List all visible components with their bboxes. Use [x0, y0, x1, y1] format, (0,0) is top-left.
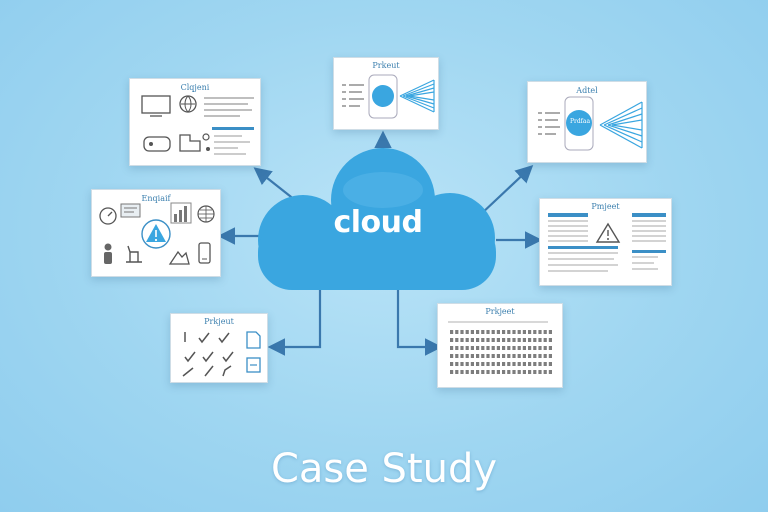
- card-mid-left[interactable]: Enqiaif: [91, 189, 221, 277]
- grid-table-icon: [548, 213, 666, 272]
- card-top-center[interactable]: Prkeut: [333, 57, 439, 130]
- card-title: Enqiaif: [141, 194, 171, 203]
- globe-icon: [179, 95, 197, 113]
- connector-top-right: [479, 164, 534, 216]
- globe-icon: [197, 205, 215, 223]
- mountain-icon: [168, 250, 190, 265]
- check-icon: [182, 332, 234, 377]
- warning-icon: [595, 222, 621, 243]
- caption-title: Case Study: [270, 446, 498, 492]
- checklist-icon: [538, 112, 560, 135]
- grid-table-icon: [448, 321, 552, 374]
- card-title: Prkeut: [372, 61, 400, 70]
- circle-badge-icon: [368, 74, 398, 119]
- card-title: Prkjeut: [204, 317, 234, 326]
- card-top-right[interactable]: Adtel Prdfaa: [527, 81, 647, 163]
- connector-bottom-left: [267, 290, 322, 356]
- card-bottom-right[interactable]: Prkjeet: [437, 303, 563, 388]
- puzzle-icon: [179, 133, 210, 152]
- card-mid-right[interactable]: Pmjeet: [539, 198, 672, 286]
- cloud-label: cloud: [333, 205, 423, 240]
- chart-icon: [170, 202, 192, 224]
- wave-fan-icon: [599, 101, 643, 149]
- card-bottom-left[interactable]: Prkjeut: [170, 313, 268, 383]
- warning-icon: [141, 219, 171, 249]
- card-title: Pmjeet: [591, 202, 620, 211]
- badge-label: Prdfaa: [569, 118, 591, 125]
- card-top-left[interactable]: Clqjeni: [129, 78, 261, 166]
- circle-badge-icon: [564, 96, 594, 151]
- document-icon: [246, 331, 261, 373]
- card-title: Prkjeet: [485, 307, 515, 316]
- pencil-icon: [204, 365, 232, 377]
- person-icon: [104, 243, 112, 264]
- window-icon: [120, 203, 141, 218]
- connector-bottom-right: [396, 290, 443, 356]
- device-icon: [143, 136, 171, 152]
- checklist-icon: [342, 84, 364, 107]
- card-title: Clqjeni: [180, 83, 210, 92]
- connector-top-left: [253, 167, 296, 201]
- card-title: Adtel: [576, 86, 598, 95]
- text-lines: [204, 97, 254, 117]
- wave-fan-icon: [399, 79, 435, 113]
- phone-icon: [198, 242, 211, 264]
- accent-bar: [212, 127, 254, 155]
- seat-icon: [126, 245, 142, 263]
- gauge-icon: [99, 207, 117, 225]
- monitor-icon: [141, 95, 171, 117]
